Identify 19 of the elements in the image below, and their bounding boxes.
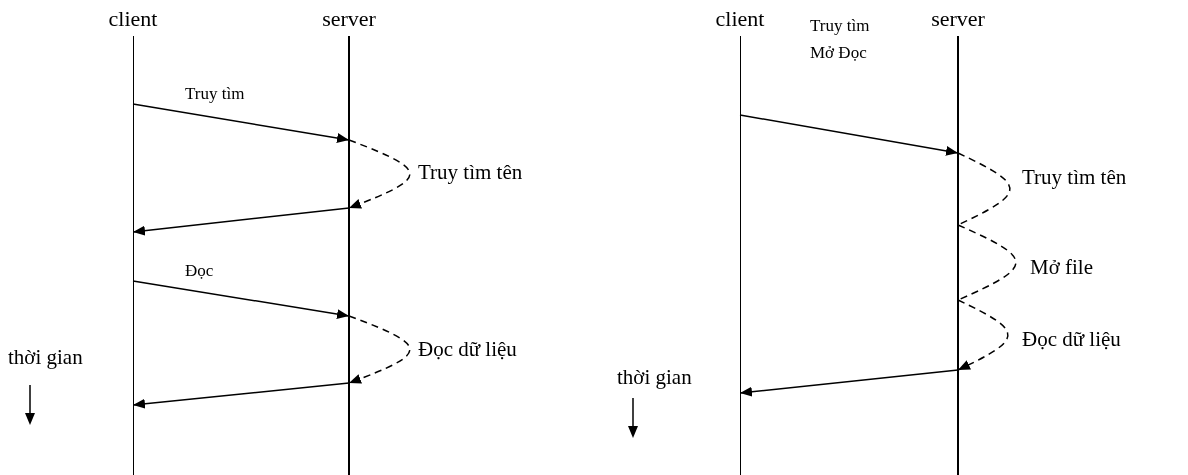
arrow xyxy=(132,382,350,409)
edge-label: Truy tìm Mở Đọc xyxy=(810,15,871,65)
axis-label: thời gian xyxy=(617,365,692,390)
edge-label: Đọc dữ liệu xyxy=(1022,327,1121,352)
dashed-arc-arrow xyxy=(957,299,1009,371)
edge-label: Truy tìm tên xyxy=(418,160,523,185)
dashed-arc-arrow xyxy=(348,139,411,209)
edge-label: Mở file xyxy=(1030,255,1093,280)
edge-label: Đọc dữ liệu xyxy=(418,337,517,362)
axis-label: thời gian xyxy=(8,345,83,370)
arrow xyxy=(739,369,959,397)
edge-label: Truy tìm xyxy=(185,84,245,104)
edge-label: Truy tìm tên xyxy=(1022,165,1127,190)
dashed-arc-arrow xyxy=(348,315,411,384)
arrow xyxy=(132,207,350,236)
arrow xyxy=(132,103,350,143)
arrow xyxy=(739,114,959,156)
arrow xyxy=(132,280,350,319)
edge-label: Đọc xyxy=(185,261,214,281)
